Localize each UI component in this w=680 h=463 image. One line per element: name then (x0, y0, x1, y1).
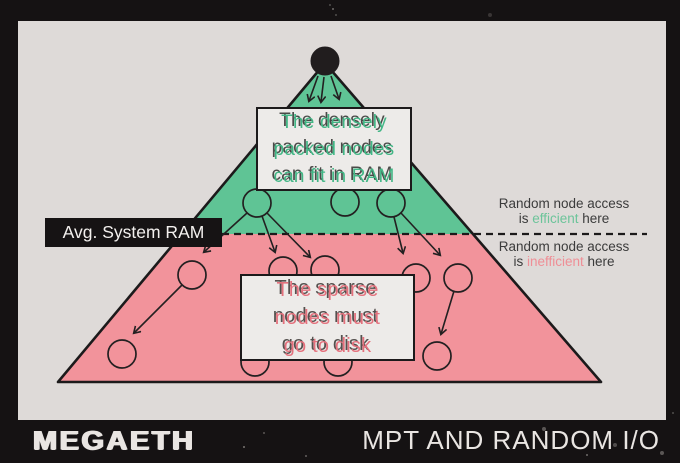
dense-callout-line: The densely (281, 111, 387, 133)
dense-callout-line: can fit in RAM (273, 165, 395, 187)
tree-arrow (321, 76, 324, 102)
tree-node (107, 339, 137, 369)
avg-system-ram-label: Avg. System RAM (45, 218, 222, 247)
megaeth-logo: MEGAETH (33, 426, 196, 456)
annotation-line: is inefficient here (488, 254, 640, 269)
dense-callout-line: packed nodes (273, 138, 395, 160)
dense-nodes-callout: The densely packed nodes can fit in RAM (256, 107, 412, 191)
tree-arrow (309, 75, 319, 101)
annotation-text: is (513, 254, 527, 269)
sparse-callout-line: nodes must (274, 306, 381, 329)
diagram-canvas: The densely packed nodes can fit in RAM … (18, 21, 666, 420)
annotation-line: Random node access (498, 239, 630, 254)
tree-arrow (266, 212, 310, 257)
footer-bar: MEGAETH MPT AND RANDOM I/O (0, 420, 680, 463)
root-node (310, 46, 340, 76)
tree-node (422, 341, 452, 371)
sparse-callout-line: go to disk (283, 334, 372, 357)
annotation-text: here (583, 254, 615, 269)
sparse-callout-line: The sparse (276, 278, 379, 301)
tree-arrow (261, 215, 275, 252)
footer-title: MPT AND RANDOM I/O (362, 425, 660, 455)
annotation-line: is efficient here (488, 211, 640, 226)
efficient-annotation: Random node access is efficient here (488, 196, 640, 226)
tree-arrow (393, 216, 403, 253)
tree-arrow (330, 75, 339, 99)
inefficient-annotation: Random node access is inefficient here (488, 239, 640, 269)
tree-arrow (134, 284, 183, 333)
film-grain-specks (0, 0, 2, 2)
sparse-nodes-callout: The sparse nodes must go to disk (240, 274, 415, 361)
tree-arrow (441, 290, 455, 334)
annotation-text: here (578, 211, 610, 226)
efficient-highlight: efficient (532, 211, 579, 226)
annotation-line: Random node access (498, 196, 630, 211)
tree-node (177, 260, 207, 290)
tree-arrow (400, 212, 440, 255)
annotation-text: is (518, 211, 533, 226)
inefficient-highlight: inefficient (526, 254, 584, 269)
tree-node (443, 263, 473, 293)
